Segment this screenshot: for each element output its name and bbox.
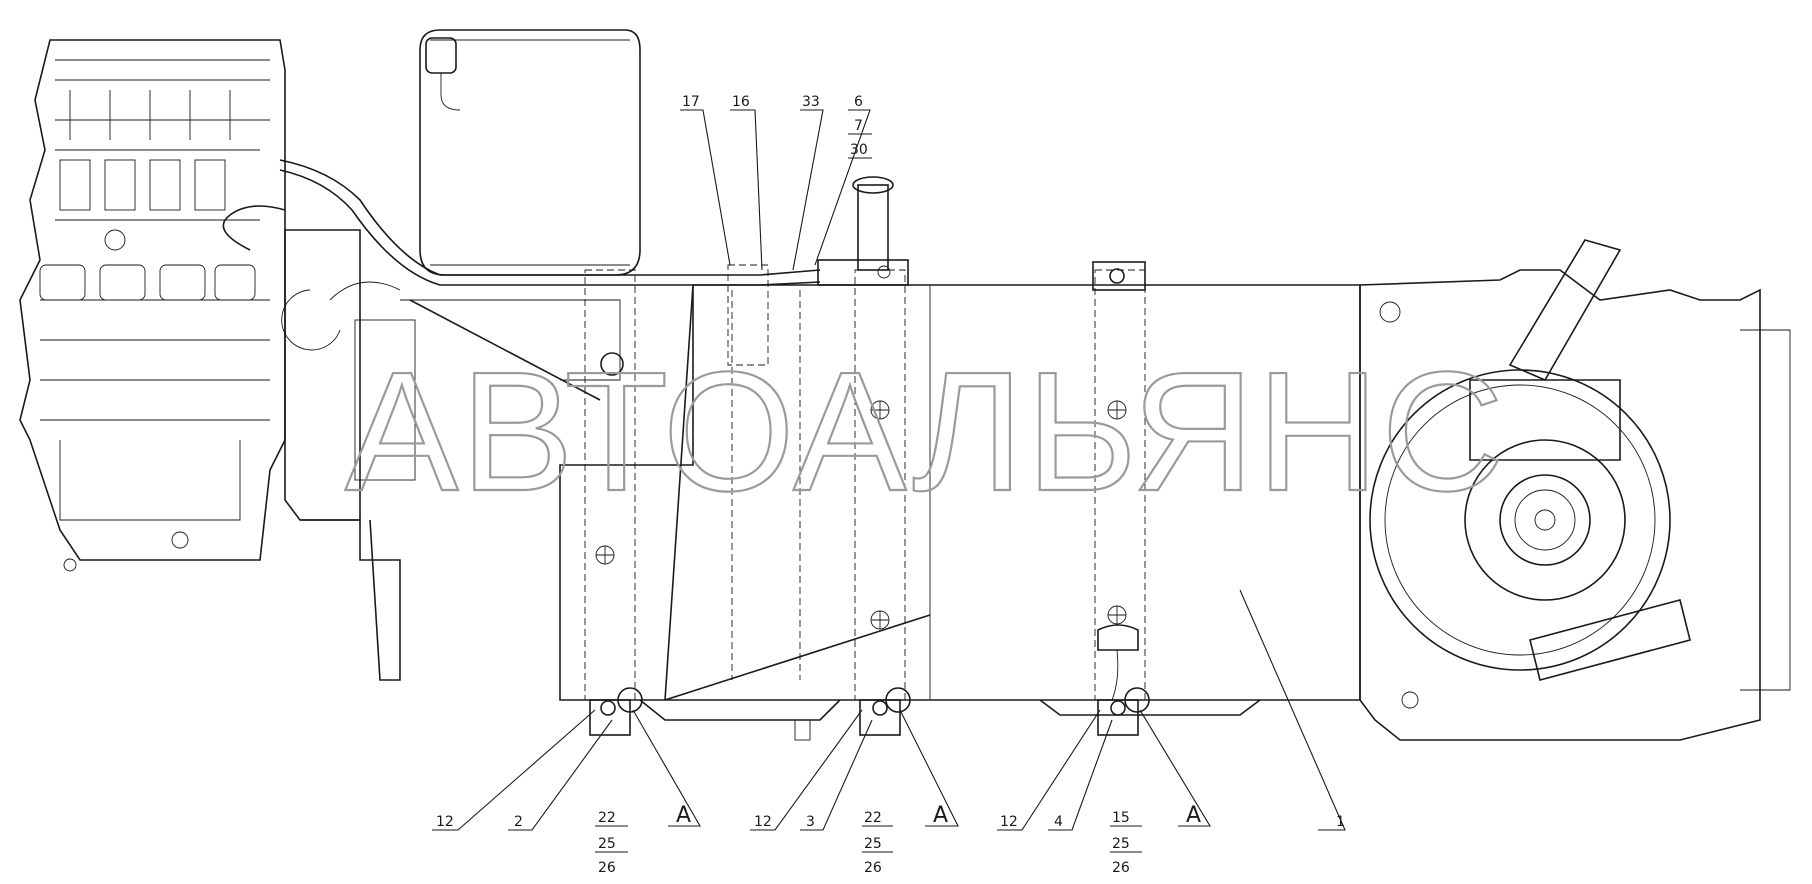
callout-33: 33 [802, 94, 820, 110]
callout-3: 3 [806, 814, 815, 830]
bottom-clamps [589, 687, 1150, 736]
callout-12-middle: 12 [754, 814, 772, 830]
callout-1: 1 [1336, 814, 1345, 830]
callout-26-left: 26 [598, 860, 616, 876]
callout-25-middle: 25 [864, 836, 882, 852]
clutch-housing [281, 229, 416, 681]
callout-6: 6 [854, 94, 863, 110]
callout-12-right: 12 [1000, 814, 1018, 830]
bolt-marks [595, 400, 1127, 630]
callout-22-middle: 22 [864, 810, 882, 826]
callout-17: 17 [682, 94, 700, 110]
callout-26-right: 26 [1112, 860, 1130, 876]
transmission [1359, 239, 1791, 741]
callout-labels: 17 16 33 6 7 30 12 2 22 25 26 A 12 3 22 … [436, 94, 1345, 876]
callout-30: 30 [850, 142, 868, 158]
callout-25-left: 25 [598, 836, 616, 852]
engine-block [19, 39, 286, 572]
filler-neck [817, 176, 909, 286]
callout-16: 16 [732, 94, 750, 110]
callout-2: 2 [514, 814, 523, 830]
callout-4: 4 [1054, 814, 1063, 830]
callout-22-left: 22 [598, 810, 616, 826]
callout-15: 15 [1112, 810, 1130, 826]
callout-26-middle: 26 [864, 860, 882, 876]
fuel-lines [222, 159, 821, 401]
strap-bracket [1092, 261, 1146, 701]
callout-A-middle: A [933, 803, 948, 828]
bottom-leaders [432, 589, 1346, 853]
callout-A-right: A [1186, 803, 1201, 828]
watermark-text: АВТОАЛЬЯНС [345, 337, 1506, 527]
expansion-tank [419, 29, 641, 276]
callout-12-left: 12 [436, 814, 454, 830]
callout-A-left: A [676, 803, 691, 828]
top-leaders [680, 109, 872, 271]
callout-25-right: 25 [1112, 836, 1130, 852]
callout-7: 7 [854, 118, 863, 134]
